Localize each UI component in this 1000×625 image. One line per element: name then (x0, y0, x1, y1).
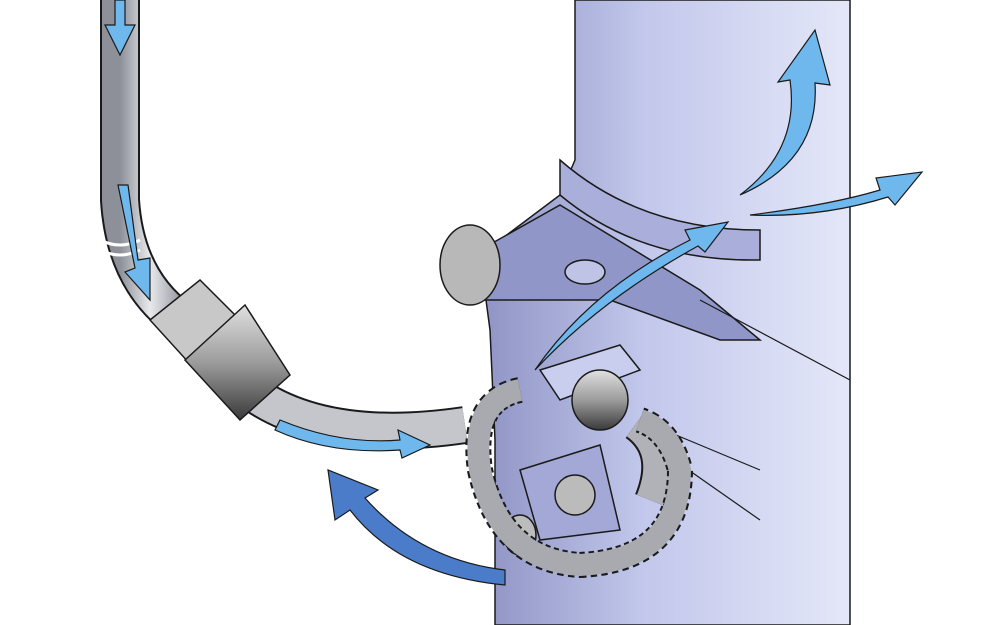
bracket (479, 204, 763, 341)
flow-arrow (534, 221, 730, 371)
bolt (564, 259, 606, 285)
flow-arrow (117, 184, 151, 302)
connector-nut (148, 278, 291, 422)
flow-arrow (274, 419, 432, 459)
fitting-nut (571, 369, 629, 431)
flow-arrow (739, 28, 831, 196)
return-arrow (327, 469, 506, 586)
bracket-cap (439, 224, 501, 306)
flow-arrows (104, 0, 924, 459)
flow-arrow (104, 0, 136, 57)
flow-arrow (749, 171, 924, 216)
